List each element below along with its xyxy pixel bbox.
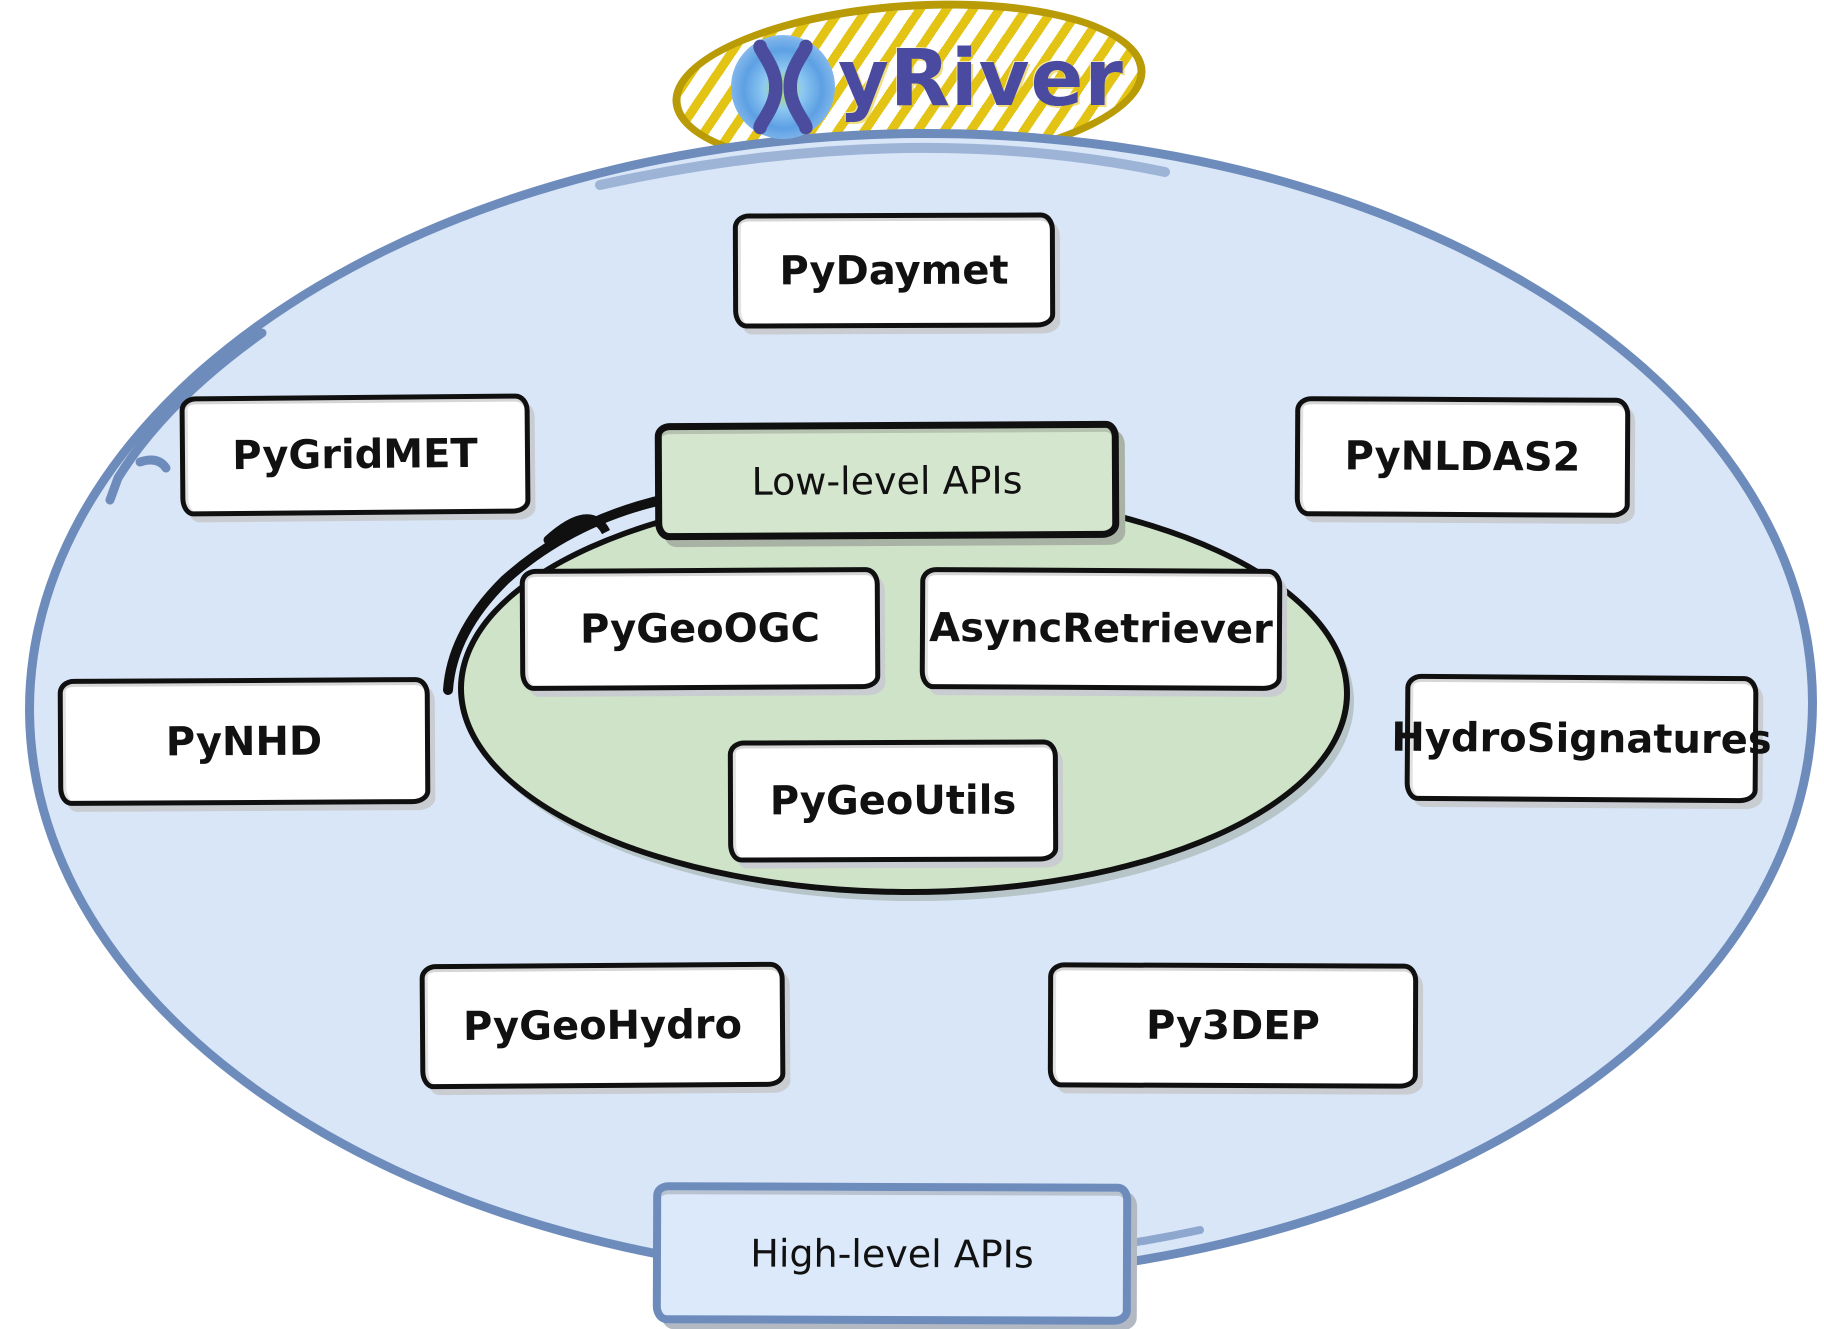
- module-label: PyGeoOGC: [579, 605, 820, 653]
- module-label: PyGeoUtils: [769, 777, 1017, 825]
- high-level-apis-label-box: High-level APIs: [652, 1182, 1132, 1325]
- low-level-apis-label: Low-level APIs: [751, 457, 1023, 504]
- module-box-pygeoutils: PyGeoUtils: [727, 739, 1059, 863]
- logo-wordmark: yRiver: [838, 34, 1124, 124]
- module-box-py3dep: Py3DEP: [1047, 962, 1419, 1089]
- module-label: HydroSignatures: [1391, 714, 1772, 763]
- high-level-apis-label: High-level APIs: [750, 1231, 1034, 1276]
- hyriver-logo-icon: [731, 35, 835, 139]
- module-box-pynldas2: PyNLDAS2: [1294, 396, 1631, 518]
- module-box-hydrosignatures: HydroSignatures: [1391, 673, 1772, 804]
- module-box-pygeohydro: PyGeoHydro: [419, 961, 786, 1090]
- module-box-pydaymet: PyDaymet: [732, 212, 1056, 329]
- module-label: Py3DEP: [1146, 1002, 1320, 1049]
- module-label: PyGeoHydro: [462, 1001, 743, 1050]
- module-label: PyNHD: [165, 718, 323, 765]
- module-box-pygridmet: PyGridMET: [179, 393, 531, 517]
- module-label: PyNLDAS2: [1344, 433, 1581, 481]
- module-label: PyGridMET: [232, 430, 478, 480]
- module-box-pynhd: PyNHD: [57, 677, 431, 806]
- module-label: PyDaymet: [779, 247, 1009, 294]
- low-level-apis-label-box: Low-level APIs: [654, 420, 1120, 541]
- module-box-asyncretriever: AsyncRetriever: [919, 567, 1283, 691]
- module-label: AsyncRetriever: [929, 605, 1273, 653]
- module-box-pygeoogc: PyGeoOGC: [519, 567, 881, 691]
